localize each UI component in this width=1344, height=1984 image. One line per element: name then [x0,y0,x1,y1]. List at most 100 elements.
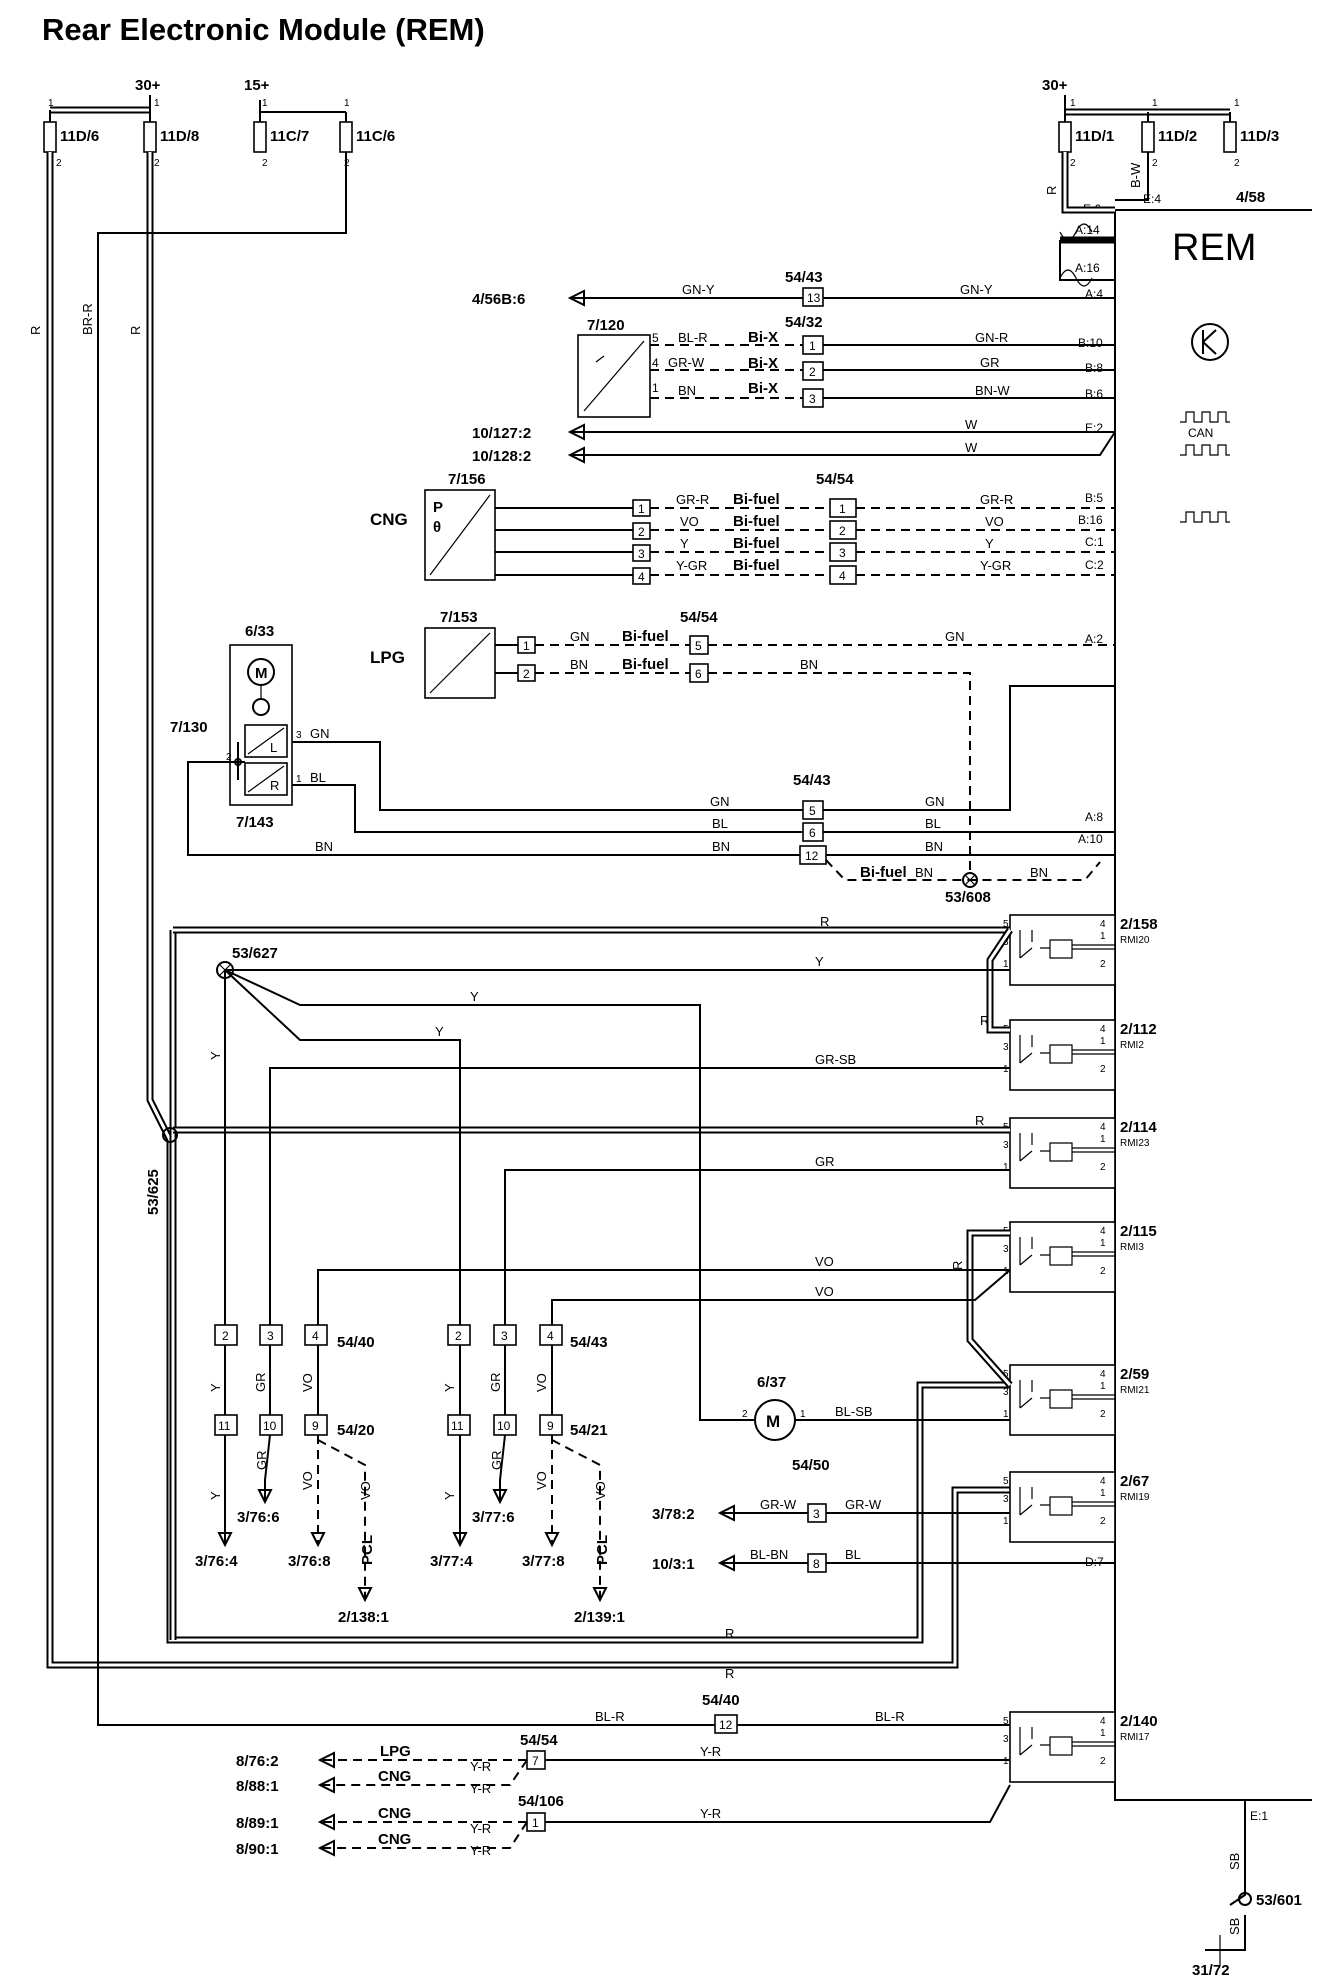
pin-number: 2 [638,525,645,539]
wire-y-gr: Y-GR [676,558,707,573]
fuel-lpg: LPG [380,1743,411,1760]
wire-r: R [725,1626,734,1641]
fuse-pin: 2 [1070,158,1076,169]
fuse-pin: 1 [1152,98,1158,109]
splice-label-53-625: 53/625 [145,1169,162,1215]
relay-pin: 4 [1100,1716,1106,1727]
splice-label-53-608: 53/608 [945,889,991,906]
connector-54-43-mid: 54/43 [793,772,831,789]
relay-pin: 4 [1100,1226,1106,1237]
relay-pin: 1 [1100,1238,1106,1249]
relay-pin: 1 [1003,1064,1009,1075]
wire-gr-w: GR-W [760,1497,797,1512]
connector-54-21: 54/21 [570,1422,608,1439]
dest-8-90-1: 8/90:1 [236,1841,279,1858]
wire-vo: VO [534,1373,549,1392]
wire-bl: BL [925,816,941,831]
wire-vo: VO [593,1481,608,1500]
connector-54-106: 54/106 [518,1793,564,1810]
wire-bl-bn: BL-BN [750,1547,788,1562]
relay-pin: 4 [1100,1122,1106,1133]
relay-name: RMI23 [1120,1138,1150,1149]
wire-bn: BN [925,839,943,854]
fuse-11c7 [253,121,267,153]
pin-number: 4 [638,570,645,584]
pin-a2: A:2 [1085,632,1103,646]
relay-name: RMI17 [1120,1732,1150,1743]
relay-pin: 2 [1100,1266,1106,1277]
wire-bn: BN [570,657,588,672]
wire-gr: GR [253,1373,268,1393]
wire-gr: GR [488,1373,503,1393]
supply-15: 15+ [244,77,270,94]
relay-id: 2/158 [1120,916,1158,933]
relay-pin: 4 [1100,919,1106,930]
fuse-pin: 2 [154,158,160,169]
rem-id-label: 4/58 [1236,189,1265,206]
wire-gr-sb: GR-SB [815,1052,856,1067]
relay-pin: 1 [1003,1756,1009,1767]
wire-y-r: Y-R [470,1843,491,1858]
wire-r: R [725,1666,734,1681]
wire-vo: VO [815,1284,834,1299]
wire-bn-w: BN-W [975,383,1010,398]
connector-54-54-lpg: 54/54 [680,609,718,626]
relay-pin: 1 [1003,1516,1009,1527]
pin-number: 3 [839,546,846,560]
label-7-156: 7/156 [448,471,486,488]
wire-gn: GN [945,629,965,644]
wire-br-r: BR-R [80,303,95,335]
signal-group-top: 4/56B:6 GN-Y GN-Y 13 54/43 [472,223,1115,308]
wire-y-r: Y-R [470,1821,491,1836]
relay-pin: 1 [1100,931,1106,942]
mirror-r: R [270,778,279,793]
pin-number: 2 [809,365,816,379]
pin-number: 6 [809,826,816,840]
fuse-pin: 1 [1234,98,1240,109]
label-7-143: 7/143 [236,814,274,831]
relay-name: RMI21 [1120,1385,1150,1396]
pin-number: 1 [532,1816,539,1830]
relay-pin: 1 [1100,1036,1106,1047]
pwm-signal-icon [1180,511,1230,523]
pin-number: 12 [719,1718,733,1732]
pin-number: 6 [695,667,702,681]
wire-bn: BN [315,839,333,854]
wire-bl-sb: BL-SB [835,1404,873,1419]
transistor-icon [1191,323,1229,361]
wire-r: R [950,1261,965,1270]
pin-number: 4 [652,356,659,370]
relay-id: 2/140 [1120,1713,1158,1730]
pin-number: 13 [807,291,821,305]
wire-gr-w: GR-W [668,355,705,370]
connector-54-50: 54/50 [792,1457,830,1474]
variant-bifuel: Bi-fuel [733,513,780,530]
label-7-153: 7/153 [440,609,478,626]
pin-a8: A:8 [1085,810,1103,824]
relay-pin: 2 [1100,1064,1106,1075]
supply-30-left: 30+ [135,77,161,94]
wire-vo: VO [300,1471,315,1490]
pin-number: 1 [652,381,659,395]
rem-module: 4/58 REM CAN [1114,189,1312,1801]
transistor-icon-body [1202,329,1217,355]
fuse-label-11c6: 11C/6 [356,128,395,145]
connector-54-54-bottom: 54/54 [520,1732,558,1749]
pin-number: 4 [547,1329,554,1343]
wire-gr: GR [980,355,1000,370]
wire-y: Y [208,1051,223,1060]
pin-number: 5 [652,331,659,345]
fuse-11d2 [1141,121,1155,153]
splice-label-53-601: 53/601 [1256,1892,1302,1909]
module-pins: E:6 E:4 A:14 A:16 A:4 B:10 B:8 B:6 E:2 B… [1075,192,1268,1823]
splice-label-53-627: 53/627 [232,945,278,962]
fuse-group-left: 30+ 15+ 11D/6 11D/8 11C/7 11C/6 1 1 1 1 … [43,77,395,169]
cng-label: CNG [370,510,408,529]
wire-r: R [128,326,143,335]
press-t: θ [433,519,441,536]
pin-number: 3 [638,547,645,561]
